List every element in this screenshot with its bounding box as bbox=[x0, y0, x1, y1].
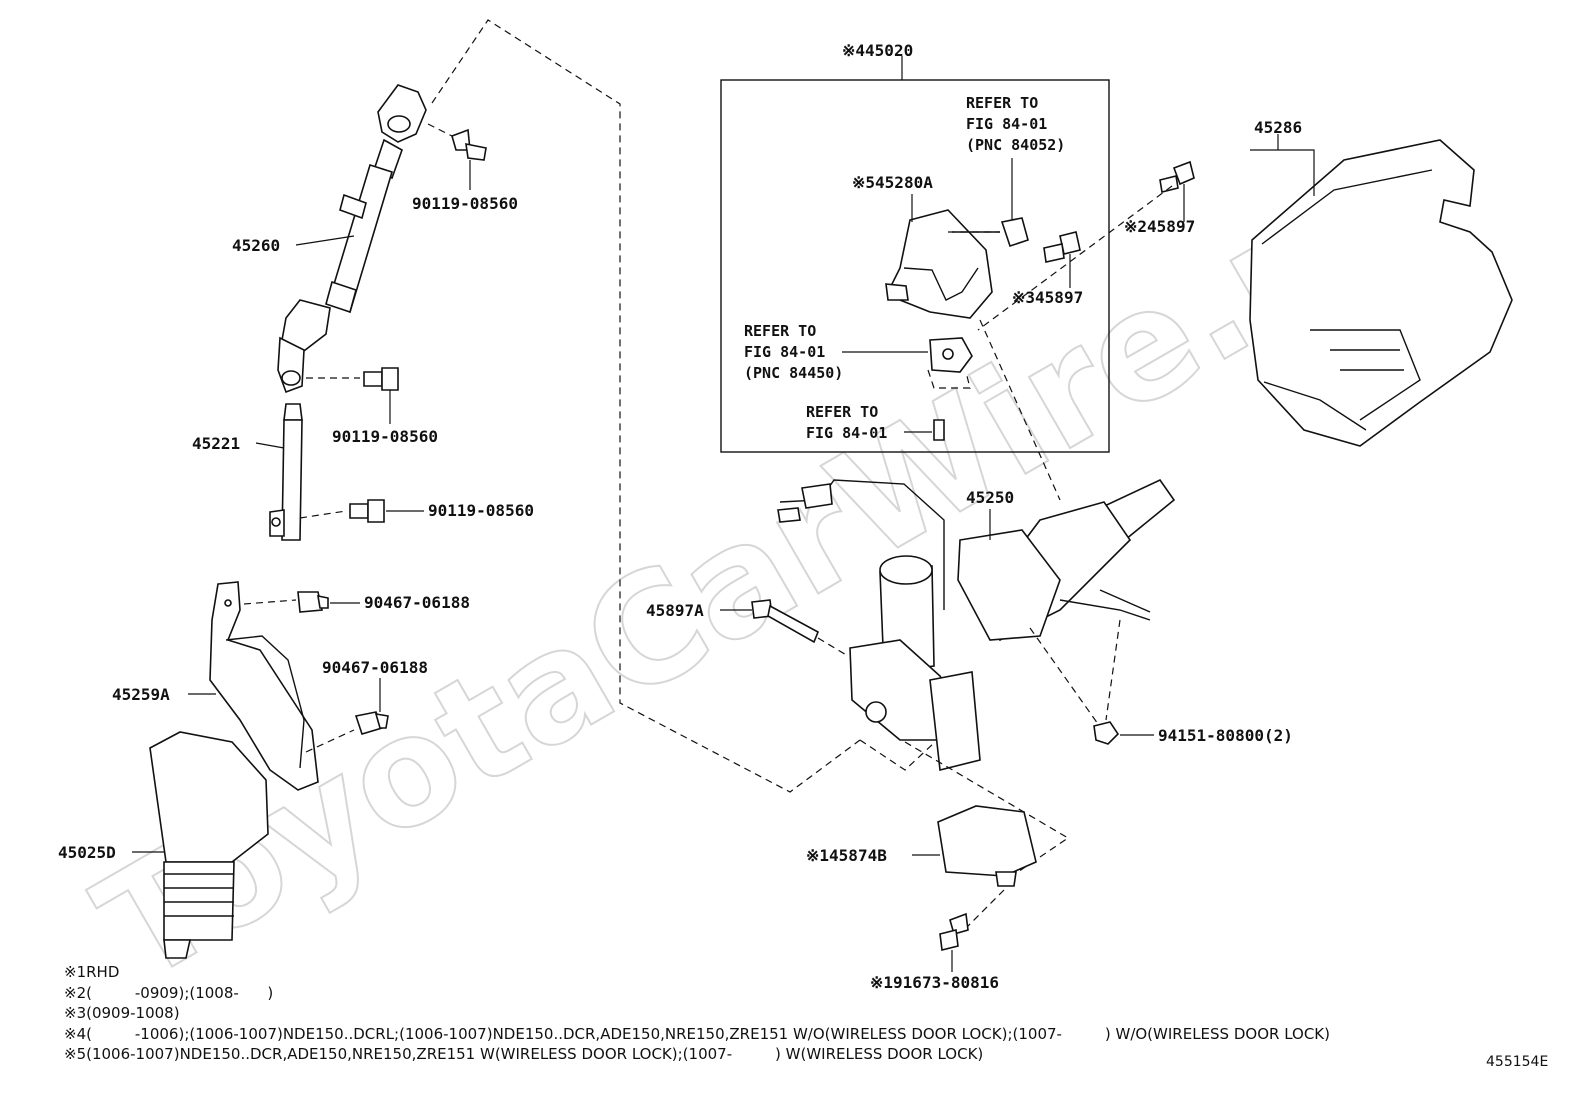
label-45221: 45221 bbox=[192, 434, 240, 453]
label-bolt-1: 90119-08560 bbox=[412, 194, 518, 213]
footnote-3: ※3(0909-1008) bbox=[64, 1004, 180, 1022]
screw-icon bbox=[933, 419, 945, 441]
shaft-45221[interactable] bbox=[269, 403, 303, 541]
watermark: ToyotaCarWire.ru bbox=[71, 128, 1435, 1016]
label-bolt-3: 90119-08560 bbox=[428, 501, 534, 520]
label-45025D: 45025D bbox=[58, 843, 116, 862]
label-bolt-2: 90119-08560 bbox=[332, 427, 438, 446]
refer-3-line-1: REFER TO bbox=[806, 403, 878, 421]
label-45874B: ※145874B bbox=[806, 846, 887, 865]
column-cover-45259A[interactable] bbox=[209, 581, 319, 791]
footnotes: ※1RHD ※2( -0909);(1008- ) ※3(0909-1008) … bbox=[64, 962, 1330, 1065]
refer-1-line-1: REFER TO bbox=[966, 94, 1038, 112]
refer-2-line-1: REFER TO bbox=[744, 322, 816, 340]
assembly-outline bbox=[431, 19, 861, 793]
refer-3-line-2: FIG 84-01 bbox=[806, 424, 887, 442]
label-clip-2: 90467-06188 bbox=[322, 658, 428, 677]
label-screw: ※191673-80816 bbox=[870, 973, 999, 992]
label-45897-3: ※345897 bbox=[1012, 288, 1083, 307]
sensor-part bbox=[929, 337, 973, 373]
footnote-1: ※1RHD bbox=[64, 963, 120, 981]
refer-1-line-2: FIG 84-01 bbox=[966, 115, 1047, 133]
refer-2-line-3: (PNC 84450) bbox=[744, 364, 843, 382]
label-45286: 45286 bbox=[1254, 118, 1302, 137]
nut-icon bbox=[1093, 721, 1120, 745]
cover-45874B[interactable] bbox=[937, 805, 1037, 887]
refer-2-line-2: FIG 84-01 bbox=[744, 343, 825, 361]
upper-cover-45286[interactable] bbox=[1249, 139, 1513, 447]
steering-column-45250[interactable] bbox=[777, 478, 1176, 771]
label-nut: 94151-80800(2) bbox=[1158, 726, 1293, 745]
bolt-icon bbox=[363, 367, 399, 391]
clip-icon bbox=[297, 591, 329, 613]
bolt-icon bbox=[1043, 231, 1081, 263]
label-clip-1: 90467-06188 bbox=[364, 593, 470, 612]
bolt-icon bbox=[349, 499, 385, 523]
screw-icon bbox=[939, 912, 969, 951]
label-45280A: ※545280A bbox=[852, 173, 933, 192]
ignition-kit-box bbox=[720, 79, 1110, 453]
refer-1-line-3: (PNC 84052) bbox=[966, 136, 1065, 154]
bolt-icon bbox=[451, 128, 487, 161]
figure-reference: 455154E bbox=[1486, 1054, 1549, 1070]
clip-icon bbox=[354, 711, 389, 735]
label-45260: 45260 bbox=[232, 236, 280, 255]
label-45897A: 45897A bbox=[646, 601, 704, 620]
bolt-icon bbox=[751, 599, 820, 644]
switch-part bbox=[1000, 217, 1029, 248]
footnote-5: ※5(1006-1007)NDE150..DCR,ADE150,NRE150,Z… bbox=[64, 1045, 984, 1063]
label-45250: 45250 bbox=[966, 488, 1014, 507]
label-45897-2: ※245897 bbox=[1124, 217, 1195, 236]
label-45259A: 45259A bbox=[112, 685, 170, 704]
boot-45025D[interactable] bbox=[149, 731, 269, 959]
intermediate-shaft-45260[interactable] bbox=[277, 84, 427, 394]
footnote-2: ※2( -0909);(1008- ) bbox=[64, 983, 274, 1002]
label-45020: ※445020 bbox=[842, 41, 913, 60]
bolt-icon bbox=[1159, 160, 1195, 193]
footnote-4: ※4( -1006);(1006-1007)NDE150..DCRL;(1006… bbox=[64, 1024, 1330, 1043]
lock-cylinder-45280A[interactable] bbox=[885, 209, 1000, 319]
